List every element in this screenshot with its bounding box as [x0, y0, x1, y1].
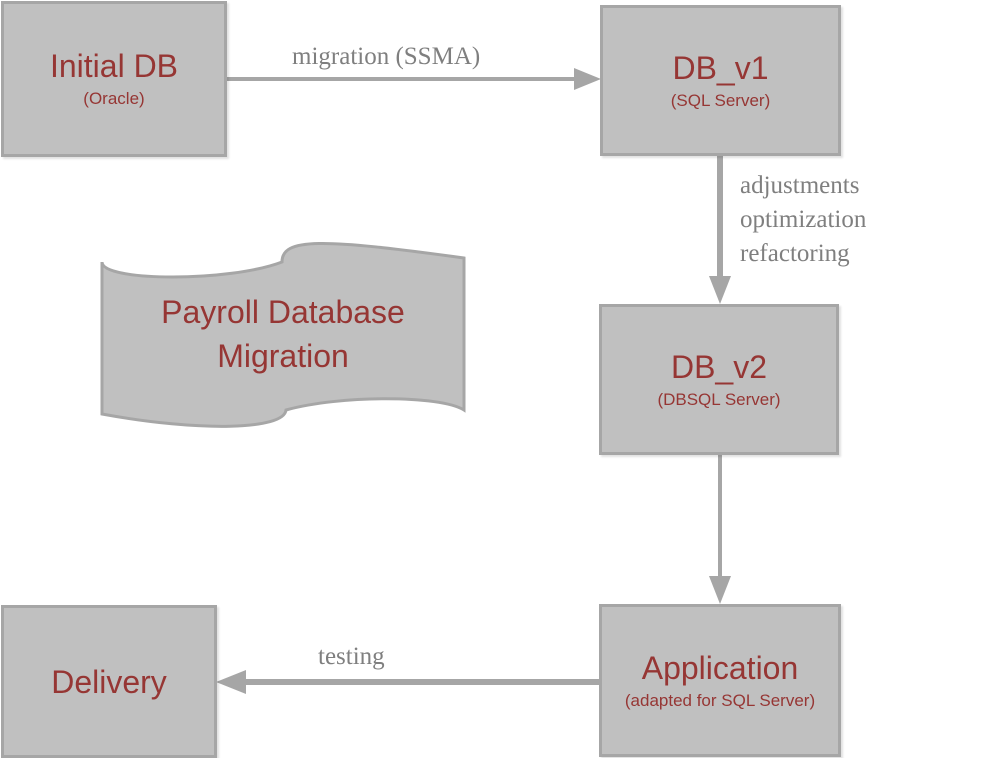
- migration-arrowhead: [574, 68, 601, 90]
- node-title: DB_v2: [670, 348, 768, 385]
- node-subtitle: (SQL Server): [670, 90, 771, 110]
- testing-label: testing: [318, 643, 385, 670]
- document-shape-label: Payroll Database Migration: [100, 290, 466, 378]
- refine-arrowhead: [709, 276, 731, 304]
- node-delivery: Delivery: [1, 605, 217, 758]
- node-subtitle: (DBSQL Server): [657, 389, 781, 409]
- testing-arrowhead: [216, 670, 246, 694]
- node-title: DB_v1: [672, 49, 769, 86]
- build-arrowhead: [709, 576, 731, 604]
- document-line: Migration: [217, 338, 349, 374]
- refine-label-line: refactoring: [740, 240, 850, 267]
- node-subtitle: (Oracle): [83, 89, 145, 108]
- document-line: Payroll Database: [161, 294, 405, 330]
- migration-label: migration (SSMA): [292, 43, 481, 70]
- node-title: Application: [641, 649, 799, 686]
- node-db-v2: DB_v2 (DBSQL Server): [599, 304, 839, 455]
- document-shape: [100, 241, 466, 428]
- refine-label-line: optimization: [740, 206, 867, 233]
- refine-label-line: adjustments: [740, 172, 860, 199]
- node-title: Delivery: [51, 663, 167, 700]
- node-db-v1: DB_v1 (SQL Server): [600, 5, 841, 156]
- refine-label: adjustments optimization refactoring: [740, 169, 866, 271]
- node-initial-db: Initial DB (Oracle): [1, 1, 227, 157]
- node-application: Application (adapted for SQL Server): [599, 604, 841, 757]
- node-subtitle: (adapted for SQL Server): [624, 690, 816, 710]
- node-title: Initial DB: [49, 48, 179, 84]
